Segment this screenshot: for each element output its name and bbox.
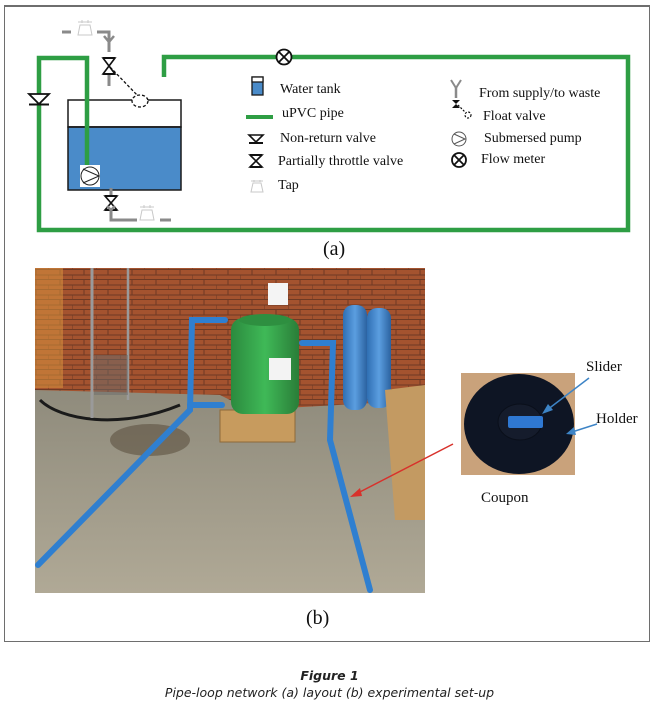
wall-sign	[268, 283, 288, 305]
water-tank-icon	[251, 76, 264, 96]
legend-label-non-return-valve: Non-return valve	[280, 131, 377, 146]
panel-b-label: (b)	[306, 607, 330, 629]
coupon-pointer-arrow	[350, 443, 454, 497]
sunlit-wall	[35, 268, 63, 388]
legend-label-float-valve: Float valve	[483, 109, 546, 124]
non-return-valve-icon	[247, 134, 265, 144]
holder-callout-arrow	[566, 423, 598, 435]
gas-cylinders	[343, 305, 391, 410]
wooden-pallet	[219, 409, 296, 443]
throttle-valve-icon	[248, 154, 264, 168]
legend-label-water-tank: Water tank	[280, 82, 341, 97]
setup-photo	[35, 268, 425, 593]
float-ball	[131, 94, 149, 108]
flow-meter	[275, 48, 293, 66]
submersed-pump	[80, 165, 101, 187]
figure-caption: Pipe-loop network (a) layout (b) experim…	[164, 685, 495, 700]
coupon-photo	[461, 373, 575, 475]
wooden-desk	[385, 385, 425, 520]
black-hose	[38, 398, 181, 422]
legend-label-supply-waste: From supply/to waste	[479, 86, 601, 101]
coupon-slider	[508, 416, 543, 428]
supply-inlet	[62, 20, 149, 108]
float-valve-icon	[452, 100, 472, 119]
upvc-pipe-loop	[36, 54, 631, 233]
blue-pipes	[35, 317, 373, 593]
supply-waste-icon	[450, 79, 462, 98]
slider-label: Slider	[586, 359, 622, 375]
legend-label-flow-meter: Flow meter	[481, 152, 546, 167]
legend-label-submersed-pump: Submersed pump	[484, 131, 582, 146]
legend-label-throttle-valve: Partially throttle valve	[278, 154, 404, 169]
drain-outlet	[103, 188, 171, 222]
non-return-valve	[26, 93, 52, 106]
legend-label-tap: Tap	[278, 178, 299, 193]
slider-callout-arrow	[542, 377, 590, 414]
tap-icon-top	[77, 20, 93, 36]
green-water-tank	[231, 314, 299, 414]
tap-icon	[250, 180, 264, 193]
legend-icons-right	[450, 79, 472, 168]
tap-icon-bottom	[139, 205, 155, 221]
coupon-label: Coupon	[481, 490, 529, 506]
float-arm	[109, 66, 139, 97]
holder-label: Holder	[596, 411, 638, 427]
legend-label-upvc-pipe: uPVC pipe	[282, 106, 344, 121]
flow-meter-icon	[451, 152, 467, 168]
panel-a-label: (a)	[323, 238, 346, 260]
submersed-pump-icon	[451, 131, 467, 147]
figure-title: Figure 1	[300, 668, 359, 683]
throttle-valve-top	[101, 57, 117, 75]
metal-gate	[90, 268, 130, 418]
legend-icons-left	[246, 76, 273, 193]
